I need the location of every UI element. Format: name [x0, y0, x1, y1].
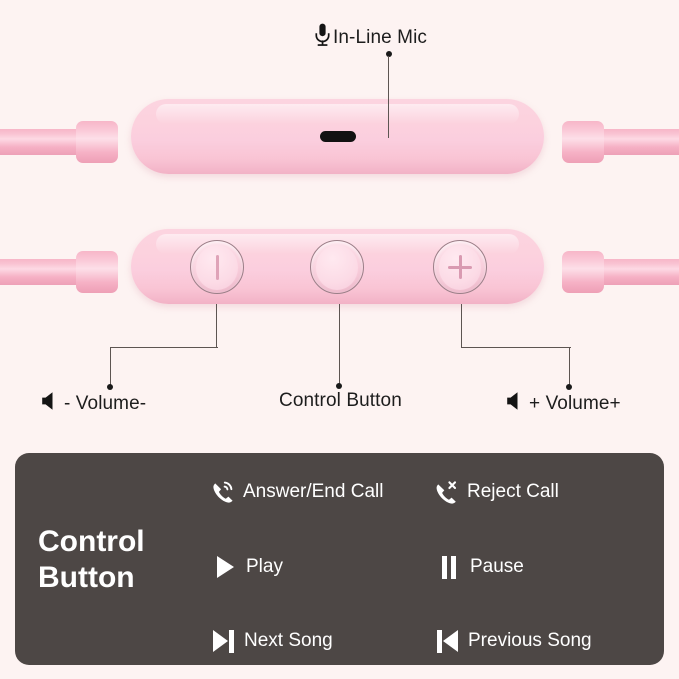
volume-down-leader-vert2: [110, 347, 112, 387]
control-module: [131, 229, 544, 304]
plus-icon: [448, 255, 472, 279]
center-control-button[interactable]: [310, 240, 364, 294]
cable-sleeve-right-lower: [562, 251, 604, 293]
cable-left-lower: [0, 259, 80, 285]
volume-up-leader-dot: [566, 384, 572, 390]
feature-reject-call-label: Reject Call: [467, 481, 559, 502]
callout-control-button-label: Control Button: [279, 390, 402, 411]
callout-control-button: Control Button: [279, 390, 402, 412]
speaker-icon: [40, 390, 62, 418]
feature-previous-song-label: Previous Song: [468, 630, 592, 651]
cable-sleeve-left-upper: [76, 121, 118, 163]
microphone-icon: [314, 23, 331, 53]
volume-up-leader-horiz: [461, 347, 571, 349]
phone-reject-icon: [434, 480, 458, 504]
volume-down-button[interactable]: [190, 240, 244, 294]
control-button-leader-dot: [336, 383, 342, 389]
callout-volume-down: - Volume-: [40, 390, 146, 418]
feature-next-song-label: Next Song: [244, 630, 333, 651]
feature-next-song: Next Song: [211, 629, 333, 653]
feature-play: Play: [213, 555, 283, 579]
panel-title-line1: Control: [38, 525, 145, 558]
callout-in-line-mic: In-Line Mic: [314, 23, 427, 53]
cable-left-upper: [0, 129, 80, 155]
next-track-icon: [211, 629, 235, 653]
control-button-leader-line: [339, 304, 341, 385]
panel-title-line2: Button: [38, 561, 135, 594]
volume-up-leader-vert2: [569, 347, 571, 387]
cable-right-lower: [593, 259, 679, 285]
cable-right-upper: [593, 129, 679, 155]
volume-down-leader-dot: [107, 384, 113, 390]
feature-previous-song: Previous Song: [435, 629, 592, 653]
play-icon: [213, 555, 237, 579]
panel-title: Control Button: [38, 524, 218, 596]
previous-track-icon: [435, 629, 459, 653]
mic-slot: [319, 131, 356, 142]
pause-icon: [437, 555, 461, 579]
speaker-icon: [505, 390, 527, 418]
feature-pause-label: Pause: [470, 556, 524, 577]
feature-answer-end-call: Answer/End Call: [210, 480, 383, 504]
center-control-button-inner: [316, 245, 358, 290]
volume-down-leader-horiz: [110, 347, 218, 349]
minus-icon: [215, 254, 219, 280]
mic-leader-dot: [386, 51, 392, 57]
volume-down-leader-vert1: [216, 304, 218, 348]
phone-answer-icon: [210, 480, 234, 504]
feature-answer-end-call-label: Answer/End Call: [243, 481, 384, 502]
callout-volume-up-label: + Volume+: [529, 393, 621, 414]
cable-sleeve-right-upper: [562, 121, 604, 163]
control-button-info-panel: [15, 453, 664, 665]
mic-leader-line: [388, 56, 390, 138]
feature-play-label: Play: [246, 556, 283, 577]
callout-in-line-mic-label: In-Line Mic: [333, 27, 428, 48]
volume-up-button[interactable]: [433, 240, 487, 294]
callout-volume-down-label: - Volume-: [64, 393, 147, 414]
cable-sleeve-left-lower: [76, 251, 118, 293]
callout-volume-up: + Volume+: [505, 390, 621, 418]
feature-reject-call: Reject Call: [434, 480, 559, 504]
feature-pause: Pause: [437, 555, 524, 579]
volume-up-leader-vert1: [461, 304, 463, 348]
in-line-mic-module: [131, 99, 544, 174]
